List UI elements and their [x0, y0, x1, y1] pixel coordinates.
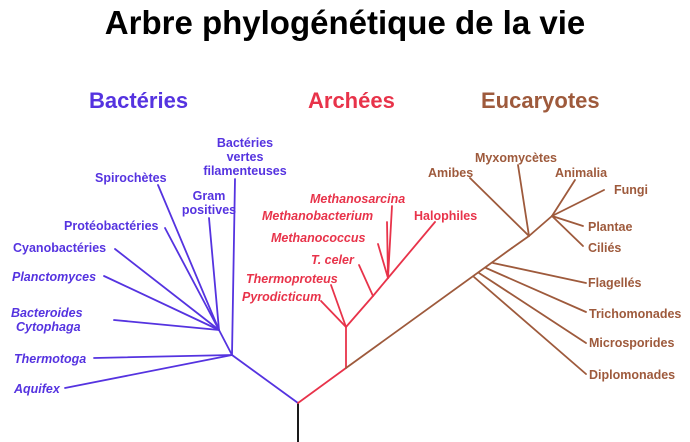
label-methanococcus: Methanococcus — [271, 231, 366, 245]
branch-proteobacteria — [164, 227, 220, 331]
branch-bacteria-trunk — [231, 354, 299, 404]
label-trichomonades: Trichomonades — [589, 307, 682, 321]
branch-cyanobacteria — [114, 248, 220, 331]
branch-aquifex — [64, 354, 233, 389]
branch-euryarchaea — [345, 295, 374, 328]
label-spirochetes: Spirochètes — [95, 171, 167, 185]
label-green-nonsulfur-line1: Bactéries — [216, 136, 274, 150]
label-flagelles: Flagellés — [588, 276, 642, 290]
label-gram-positive: Gram positives — [168, 189, 250, 217]
domain-archaea-heading: Archées — [308, 88, 395, 113]
branch-archaea-inner — [372, 277, 389, 297]
label-green-nonsulfur-bacteria: Bactéries vertes filamenteuses — [190, 136, 300, 178]
branch-thermoproteus — [330, 284, 347, 328]
branch-eukaryota-crown — [511, 235, 530, 249]
branch-eukaryota-trunk — [345, 247, 513, 369]
label-cilies: Ciliés — [588, 241, 622, 255]
branch-methanococcus — [377, 243, 389, 279]
label-planctomyces: Planctomyces — [12, 270, 97, 284]
branch-flagelles — [492, 262, 587, 284]
branch-pyrodicticum — [320, 300, 347, 328]
label-plantae: Plantae — [588, 220, 633, 234]
branch-green-nonsulfur — [231, 178, 236, 356]
label-green-nonsulfur-line3: filamenteuses — [203, 164, 287, 178]
branch-crown-inner — [528, 215, 553, 237]
branch-methanosarcina — [387, 205, 393, 279]
label-thermoproteus: Thermoproteus — [246, 272, 338, 286]
branch-trichomonades — [485, 267, 587, 313]
domain-eukaryota-heading: Eucaryotes — [481, 88, 600, 113]
label-methanosarcina: Methanosarcina — [310, 192, 406, 206]
branch-spirochetes — [157, 184, 220, 331]
branch-microsporides — [478, 272, 587, 344]
label-bacteroides: Bacteroides — [11, 306, 83, 320]
label-animalia: Animalia — [555, 166, 608, 180]
label-thermotoga: Thermotoga — [14, 352, 87, 366]
branch-fungi — [551, 189, 605, 217]
branch-myxomycetes — [517, 164, 530, 237]
label-gram-line2: positives — [181, 203, 237, 217]
label-amibes: Amibes — [428, 166, 474, 180]
label-cytophaga: Cytophaga — [16, 320, 81, 334]
label-fungi: Fungi — [614, 183, 649, 197]
branch-bacteria-inner — [218, 329, 233, 356]
diagram-title: Arbre phylogénétique de la vie — [104, 4, 586, 41]
branch-halophiles — [387, 221, 436, 279]
label-gram-line1: Gram — [192, 189, 226, 203]
branch-animalia — [551, 179, 576, 217]
label-pyrodicticum: Pyrodicticum — [242, 290, 322, 304]
label-myxomycetes: Myxomycètes — [475, 151, 557, 165]
label-t-celer: T. celer — [311, 253, 354, 267]
branch-planctomyces — [103, 275, 220, 331]
label-proteobacteria: Protéobactéries — [64, 219, 159, 233]
branch-ae-trunk — [297, 367, 347, 404]
label-green-nonsulfur-line2: vertes — [226, 150, 264, 164]
branch-bacteroides — [113, 319, 220, 331]
label-microsporides: Microsporides — [589, 336, 675, 350]
label-methanobacterium: Methanobacterium — [262, 209, 374, 223]
branch-amibes — [469, 177, 530, 237]
branch-diplomonades — [473, 276, 587, 375]
branch-plantae — [551, 215, 584, 227]
domain-bacteria-heading: Bactéries — [89, 88, 189, 113]
branch-thermotoga — [93, 354, 233, 359]
branch-t-celer — [358, 264, 374, 297]
label-aquifex: Aquifex — [14, 382, 60, 396]
branch-gram-positive — [208, 217, 220, 331]
label-cyanobacteria: Cyanobactéries — [13, 241, 107, 255]
branch-cilies — [551, 215, 584, 247]
label-halophiles: Halophiles — [414, 209, 478, 223]
label-diplomonades: Diplomonades — [589, 368, 676, 382]
